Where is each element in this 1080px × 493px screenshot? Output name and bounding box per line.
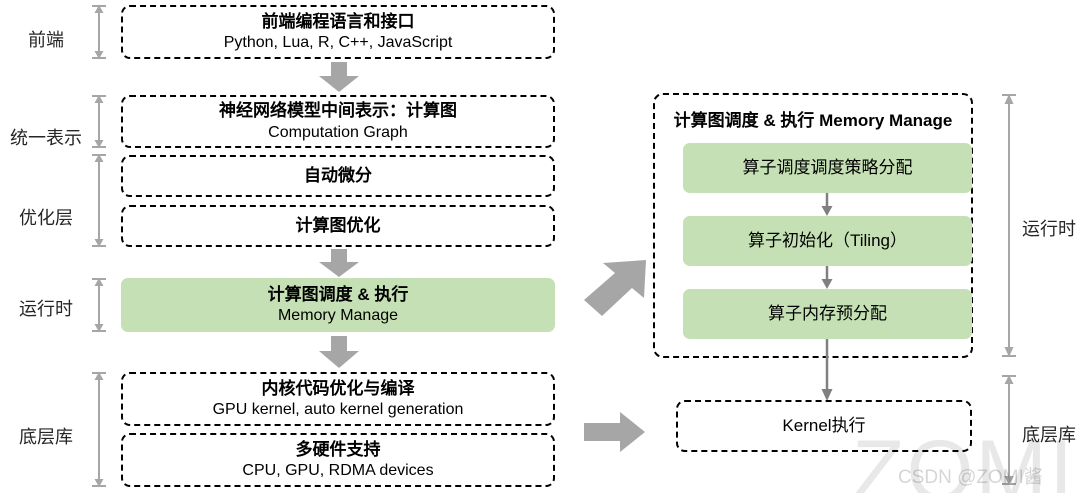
box-runtime-scheduler[interactable]: 计算图调度 & 执行 Memory Manage xyxy=(121,278,555,332)
arrow-tiling-to-memory-prealloc xyxy=(820,266,834,289)
group-label-optimization-layer: 优化层 xyxy=(19,208,73,228)
right-panel-title: 计算图调度 & 执行 Memory Manage xyxy=(673,111,953,130)
box-runtime-scheduler-title: 计算图调度 & 执行 xyxy=(267,284,409,304)
box-kernel-execution[interactable]: Kernel执行 xyxy=(676,400,972,452)
box-computation-graph-title: 神经网络模型中间表示：计算图 xyxy=(219,101,457,121)
box-computation-graph-subtitle: Computation Graph xyxy=(268,123,408,141)
group-label-right-low-level-library: 底层库 xyxy=(1022,425,1076,445)
step-operator-scheduling-label: 算子调度调度策略分配 xyxy=(742,158,913,178)
box-multi-hardware-title: 多硬件支持 xyxy=(295,439,381,459)
step-operator-scheduling[interactable]: 算子调度调度策略分配 xyxy=(683,143,972,193)
box-kernel-execution-label: Kernel执行 xyxy=(782,416,866,436)
bracket-low-level-library xyxy=(90,372,108,487)
box-computation-graph[interactable]: 神经网络模型中间表示：计算图 Computation Graph xyxy=(121,95,555,148)
box-kernel-compile[interactable]: 内核代码优化与编译 GPU kernel, auto kernel genera… xyxy=(121,372,555,426)
bracket-runtime xyxy=(90,278,108,332)
box-multi-hardware-subtitle: CPU, GPU, RDMA devices xyxy=(242,462,434,480)
bracket-frontend xyxy=(90,5,108,59)
box-graph-optimization-title: 计算图优化 xyxy=(295,216,381,236)
group-label-low-level-library: 底层库 xyxy=(19,427,73,447)
group-label-unified-representation: 统一表示 xyxy=(10,128,82,148)
bracket-optimization-layer xyxy=(90,154,108,247)
step-operator-memory-prealloc-label: 算子内存预分配 xyxy=(768,304,887,324)
group-label-right-runtime: 运行时 xyxy=(1022,219,1076,239)
watermark-text: CSDN @ZOMI酱 xyxy=(898,467,1043,488)
box-frontend-languages[interactable]: 前端编程语言和接口 Python, Lua, R, C++, JavaScrip… xyxy=(121,5,555,59)
arrow-down-runtime-to-kernel xyxy=(318,336,360,368)
box-runtime-scheduler-subtitle: Memory Manage xyxy=(277,307,399,325)
step-operator-tiling-label: 算子初始化（Tiling） xyxy=(748,231,907,251)
bracket-unified-representation xyxy=(90,95,108,148)
group-label-runtime: 运行时 xyxy=(19,299,73,319)
arrow-down-optimization-to-runtime xyxy=(318,249,360,277)
step-operator-tiling[interactable]: 算子初始化（Tiling） xyxy=(683,216,972,266)
bracket-right-low-level-library xyxy=(1000,375,1018,485)
box-frontend-languages-title: 前端编程语言和接口 xyxy=(261,11,415,31)
step-operator-memory-prealloc[interactable]: 算子内存预分配 xyxy=(683,289,972,339)
arrow-down-frontend-to-graph xyxy=(318,62,360,92)
box-auto-differentiation[interactable]: 自动微分 xyxy=(121,155,555,197)
box-kernel-compile-subtitle: GPU kernel, auto kernel generation xyxy=(212,401,464,419)
arrow-panel-to-kernel xyxy=(820,339,834,401)
arrow-right-to-kernel-box xyxy=(584,412,646,452)
box-kernel-compile-title: 内核代码优化与编译 xyxy=(261,378,415,398)
group-label-frontend: 前端 xyxy=(28,30,64,50)
bracket-right-runtime xyxy=(1000,94,1018,357)
arrow-diagonal-to-right-panel xyxy=(572,258,650,320)
arrow-scheduling-to-tiling xyxy=(820,193,834,216)
box-graph-optimization[interactable]: 计算图优化 xyxy=(121,205,555,247)
box-auto-differentiation-title: 自动微分 xyxy=(304,166,372,186)
box-frontend-languages-subtitle: Python, Lua, R, C++, JavaScript xyxy=(223,34,453,52)
box-multi-hardware[interactable]: 多硬件支持 CPU, GPU, RDMA devices xyxy=(121,433,555,487)
